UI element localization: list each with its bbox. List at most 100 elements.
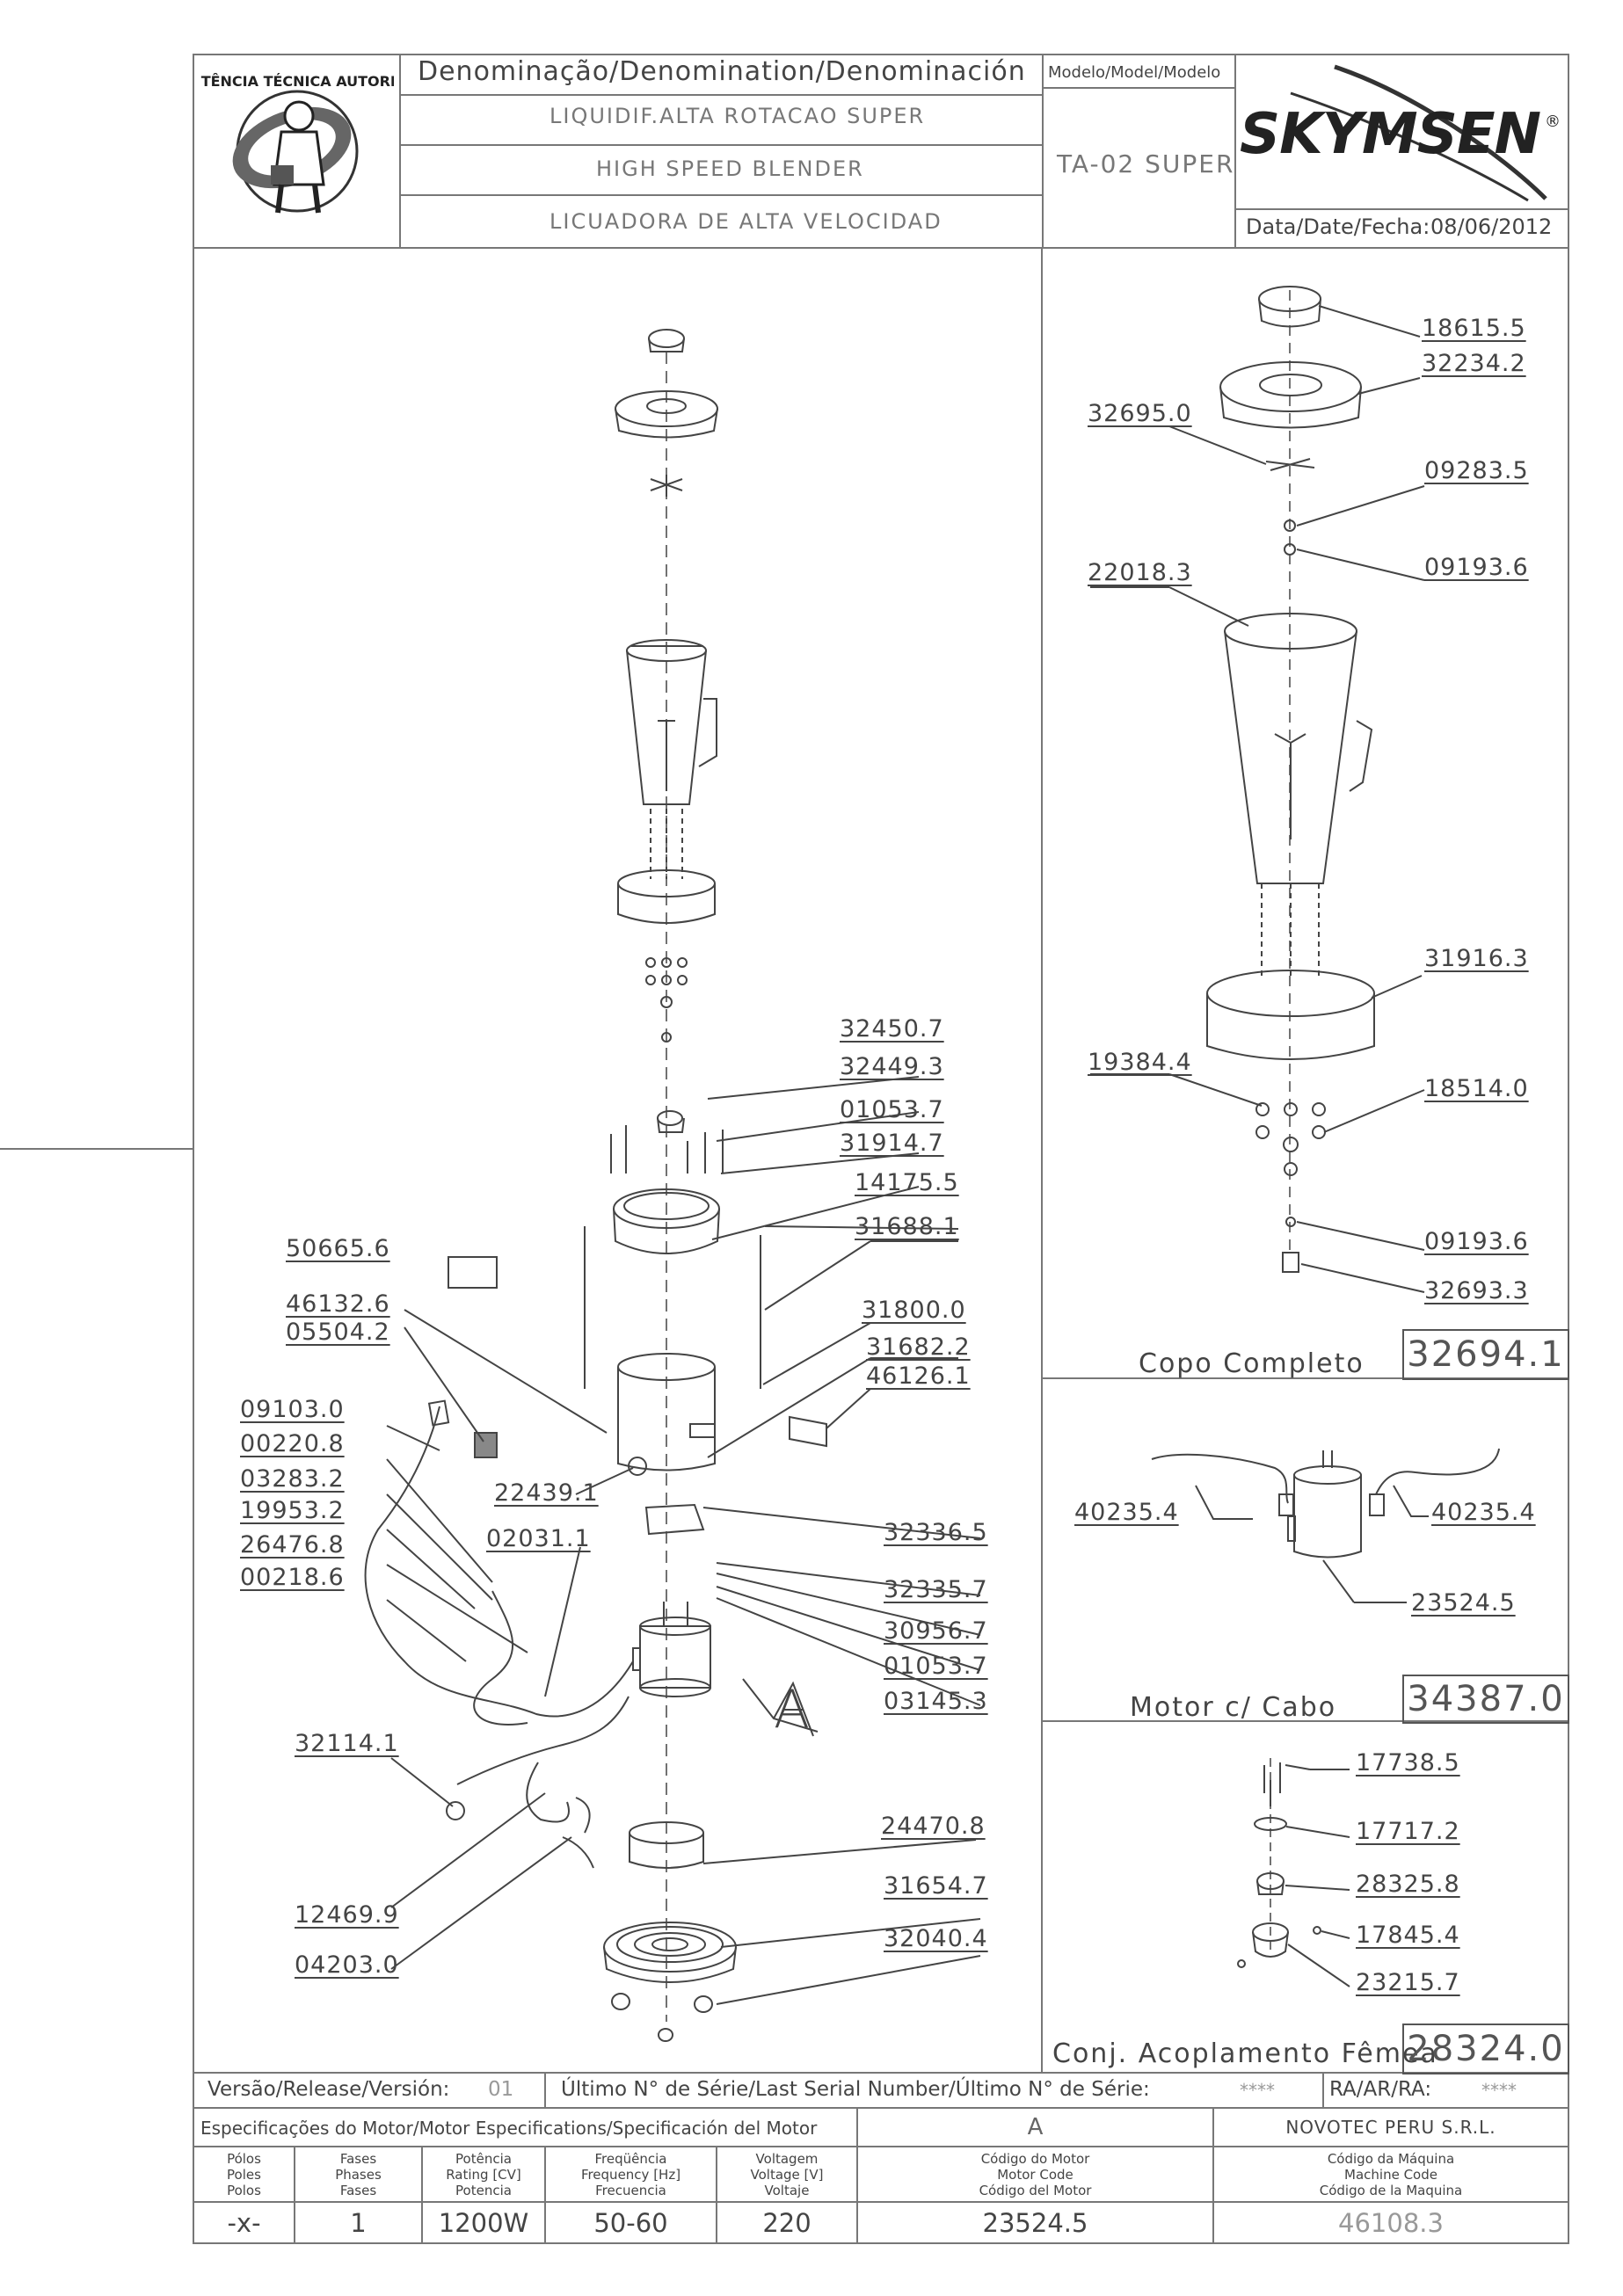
model-value: TA-02 SUPER	[1057, 149, 1235, 178]
denomination-title: Denominação/Denomination/Denominación	[418, 56, 1026, 87]
part-label-31682-2: 31682.2	[866, 1333, 971, 1361]
acoplamento-title: Conj. Acoplamento Fêmea	[1052, 2038, 1438, 2069]
version-value: 01	[488, 2078, 514, 2101]
copo-label-18615-5: 18615.5	[1422, 315, 1526, 342]
part-label-50665-6: 50665.6	[286, 1235, 390, 1262]
part-label-02031-1: 02031.1	[486, 1525, 591, 1552]
ra-label: RA/AR/RA:	[1329, 2078, 1432, 2101]
part-label-00218-6: 00218.6	[240, 1564, 345, 1591]
part-label-31800-0: 31800.0	[862, 1297, 966, 1324]
part-label-31914-7: 31914.7	[840, 1130, 944, 1157]
svg-text:ASSISTÊNCIA TÉCNICA AUTORIZADA: ASSISTÊNCIA TÉCNICA AUTORIZADA	[200, 73, 394, 90]
part-label-32114-1: 32114.1	[295, 1730, 399, 1757]
part-label-01053-7-b: 01053.7	[884, 1653, 988, 1680]
copo-label-09193-6-b: 09193.6	[1424, 1228, 1529, 1255]
spec-header-frequency: Freqüência Frequency [Hz] Frecuencia	[580, 2151, 681, 2198]
part-label-24470-8: 24470.8	[881, 1813, 986, 1840]
product-name-en: HIGH SPEED BLENDER	[596, 156, 864, 181]
model-title: Modelo/Model/Modelo	[1048, 63, 1221, 82]
part-label-46126-1: 46126.1	[866, 1362, 971, 1390]
part-label-31654-7: 31654.7	[884, 1872, 988, 1900]
product-name-pt: LIQUIDIF.ALTA ROTACAO SUPER	[549, 104, 926, 128]
authorized-service-seal: ASSISTÊNCIA TÉCNICA AUTORIZADA	[200, 73, 394, 214]
part-label-03145-3: 03145.3	[884, 1688, 988, 1715]
brand-name: SKYMSEN	[1240, 102, 1541, 167]
part-label-04203-0: 04203.0	[295, 1951, 399, 1979]
spec-value-rating: 1200W	[438, 2207, 529, 2238]
copo-label-18514-0: 18514.0	[1424, 1075, 1529, 1102]
part-label-32450-7: 32450.7	[840, 1015, 944, 1043]
spec-value-poles: -x-	[227, 2207, 261, 2238]
date-value: 08/06/2012	[1430, 214, 1553, 239]
serial-label: Último N° de Série/Last Serial Number/Úl…	[561, 2078, 1150, 2101]
copo-label-19384-4: 19384.4	[1088, 1049, 1192, 1076]
copo-label-22018-3: 22018.3	[1088, 559, 1192, 586]
part-label-32040-4: 32040.4	[884, 1925, 988, 1952]
acoplamento-label-23215-7: 23215.7	[1356, 1969, 1460, 1996]
spec-header-motor-code: Código do Motor Motor Code Código del Mo…	[979, 2151, 1092, 2198]
copo-label-09283-5: 09283.5	[1424, 457, 1529, 484]
spec-value-phases: 1	[350, 2207, 367, 2238]
brand-registered-mark: ®	[1545, 113, 1561, 131]
acoplamento-label-28325-8: 28325.8	[1356, 1871, 1460, 1898]
part-label-00220-8: 00220.8	[240, 1430, 345, 1457]
motor-letter: A	[857, 2108, 1213, 2147]
part-label-09103-0: 09103.0	[240, 1396, 345, 1423]
copo-completo-title: Copo Completo	[1139, 1348, 1365, 1379]
spec-value-frequency: 50-60	[593, 2207, 668, 2238]
copo-label-31916-3: 31916.3	[1424, 945, 1529, 972]
detail-marker-a: A	[774, 1679, 811, 1740]
part-label-31688-1: 31688.1	[855, 1213, 959, 1240]
part-label-32449-3: 32449.3	[840, 1053, 944, 1080]
part-label-03283-2: 03283.2	[240, 1465, 345, 1493]
motor-label-40235-4-left: 40235.4	[1074, 1499, 1179, 1526]
spec-value-voltage: 220	[762, 2207, 812, 2238]
copo-label-09193-6: 09193.6	[1424, 554, 1529, 581]
spec-header-poles: Pólos Poles Polos	[227, 2151, 261, 2198]
part-label-32336-5: 32336.5	[884, 1519, 988, 1546]
acoplamento-label-17738-5: 17738.5	[1356, 1749, 1460, 1776]
part-label-05504-2: 05504.2	[286, 1319, 390, 1346]
version-label: Versão/Release/Versión:	[207, 2078, 450, 2101]
copo-label-32234-2: 32234.2	[1422, 350, 1526, 377]
motor-specs-title: Especificações do Motor/Motor Especifica…	[200, 2118, 818, 2139]
acoplamento-label-17845-4: 17845.4	[1356, 1922, 1460, 1949]
acoplamento-code: 28324.0	[1402, 2024, 1569, 2074]
company-name-text: NOVOTEC PERU S.R.L.	[1285, 2117, 1496, 2138]
motor-label-23524-5: 23524.5	[1411, 1589, 1516, 1617]
product-name-es: LICUADORA DE ALTA VELOCIDAD	[549, 209, 943, 234]
spec-value-motor-code: 23524.5	[982, 2207, 1088, 2238]
copo-label-32693-3: 32693.3	[1424, 1277, 1529, 1304]
part-label-22439-1: 22439.1	[494, 1479, 599, 1507]
spec-header-rating: Potência Rating [CV] Potencia	[446, 2151, 521, 2198]
part-label-12469-9: 12469.9	[295, 1901, 399, 1929]
part-label-19953-2: 19953.2	[240, 1497, 345, 1524]
part-label-30956-7: 30956.7	[884, 1617, 988, 1645]
skymsen-logo	[1290, 64, 1547, 202]
part-label-01053-7: 01053.7	[840, 1096, 944, 1123]
serial-value: ****	[1240, 2080, 1275, 2101]
part-label-14175-5: 14175.5	[855, 1169, 959, 1196]
part-label-46132-6: 46132.6	[286, 1290, 390, 1318]
spec-header-voltage: Voltagem Voltage [V] Voltaje	[750, 2151, 824, 2198]
motor-letter-text: A	[1027, 2114, 1044, 2140]
copo-label-32695-0: 32695.0	[1088, 400, 1192, 427]
ra-value: ****	[1481, 2080, 1517, 2101]
spec-value-machine-code: 46108.3	[1338, 2207, 1444, 2238]
copo-completo-code: 32694.1	[1402, 1329, 1569, 1380]
part-label-32335-7: 32335.7	[884, 1576, 988, 1603]
date-label: Data/Date/Fecha:	[1246, 214, 1430, 239]
spec-header-machine-code: Código da Máquina Machine Code Código de…	[1319, 2151, 1463, 2198]
motor-com-cabo-code: 34387.0	[1402, 1675, 1569, 1724]
spec-header-phases: Fases Phases Fases	[335, 2151, 382, 2198]
company-name: NOVOTEC PERU S.R.L.	[1213, 2108, 1568, 2147]
part-label-26476-8: 26476.8	[240, 1531, 345, 1559]
acoplamento-label-17717-2: 17717.2	[1356, 1818, 1460, 1845]
motor-com-cabo-title: Motor c/ Cabo	[1130, 1692, 1337, 1723]
motor-label-40235-4-right: 40235.4	[1431, 1499, 1536, 1526]
